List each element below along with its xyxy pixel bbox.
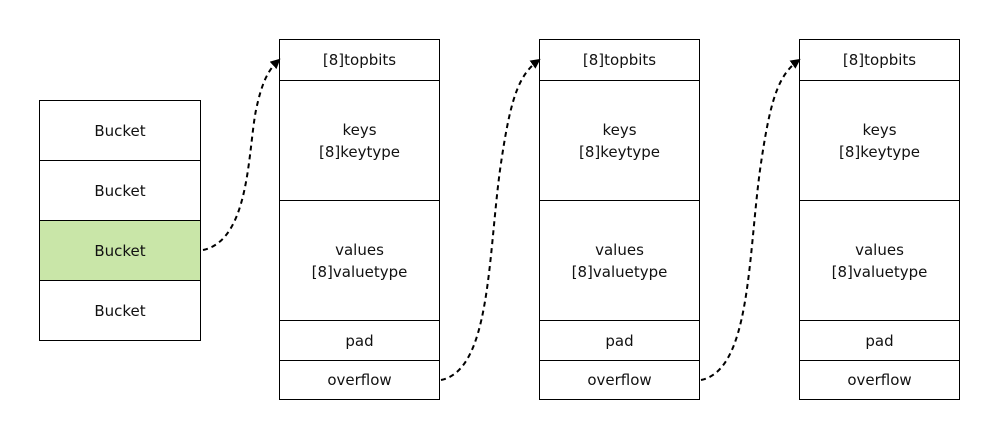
overflow-label: overflow (587, 370, 652, 389)
pad-label: pad (345, 331, 374, 350)
overflow-link-arrow-1 (440, 58, 541, 381)
bucket-cell: Bucket (39, 100, 201, 161)
overflow-label: overflow (327, 370, 392, 389)
values-label: values (855, 240, 904, 259)
topbits-field: [8]topbits (540, 40, 699, 80)
topbits-label: [8]topbits (582, 51, 657, 69)
keys-label: keys (862, 120, 897, 139)
bucket-struct-3: [8]topbits keys [8]keytype values [8]val… (799, 39, 960, 400)
keys-label: keys (342, 120, 377, 139)
bucket-label: Bucket (94, 121, 146, 140)
topbits-label: [8]topbits (322, 51, 397, 69)
bucket-cell-highlighted: Bucket (39, 220, 201, 281)
overflow-field: overflow (800, 360, 959, 398)
bucket-label: Bucket (94, 181, 146, 200)
bucket-cell: Bucket (39, 280, 201, 341)
bucket-struct-2: [8]topbits keys [8]keytype values [8]val… (539, 39, 700, 400)
keys-type: [8]keytype (318, 142, 400, 161)
keys-label: keys (602, 120, 637, 139)
values-type: [8]valuetype (571, 262, 668, 281)
keys-type: [8]keytype (838, 142, 920, 161)
keys-type: [8]keytype (578, 142, 660, 161)
keys-field: keys [8]keytype (280, 80, 439, 200)
keys-field: keys [8]keytype (540, 80, 699, 200)
values-field: values [8]valuetype (540, 200, 699, 320)
bucket-struct-1: [8]topbits keys [8]keytype values [8]val… (279, 39, 440, 400)
pad-field: pad (800, 320, 959, 360)
values-label: values (595, 240, 644, 259)
keys-field: keys [8]keytype (800, 80, 959, 200)
overflow-field: overflow (280, 360, 439, 398)
values-type: [8]valuetype (831, 262, 928, 281)
overflow-link-arrow-2 (700, 58, 801, 381)
topbits-field: [8]topbits (800, 40, 959, 80)
pad-field: pad (280, 320, 439, 360)
bucket-label: Bucket (94, 301, 146, 320)
topbits-label: [8]topbits (842, 51, 917, 69)
overflow-label: overflow (847, 370, 912, 389)
overflow-field: overflow (540, 360, 699, 398)
bucket-cell: Bucket (39, 160, 201, 221)
pad-label: pad (865, 331, 894, 350)
values-label: values (335, 240, 384, 259)
pad-label: pad (605, 331, 634, 350)
topbits-field: [8]topbits (280, 40, 439, 80)
values-type: [8]valuetype (311, 262, 408, 281)
values-field: values [8]valuetype (280, 200, 439, 320)
bucket-label: Bucket (94, 241, 146, 260)
values-field: values [8]valuetype (800, 200, 959, 320)
bucket-to-struct-arrow (202, 58, 281, 251)
pad-field: pad (540, 320, 699, 360)
